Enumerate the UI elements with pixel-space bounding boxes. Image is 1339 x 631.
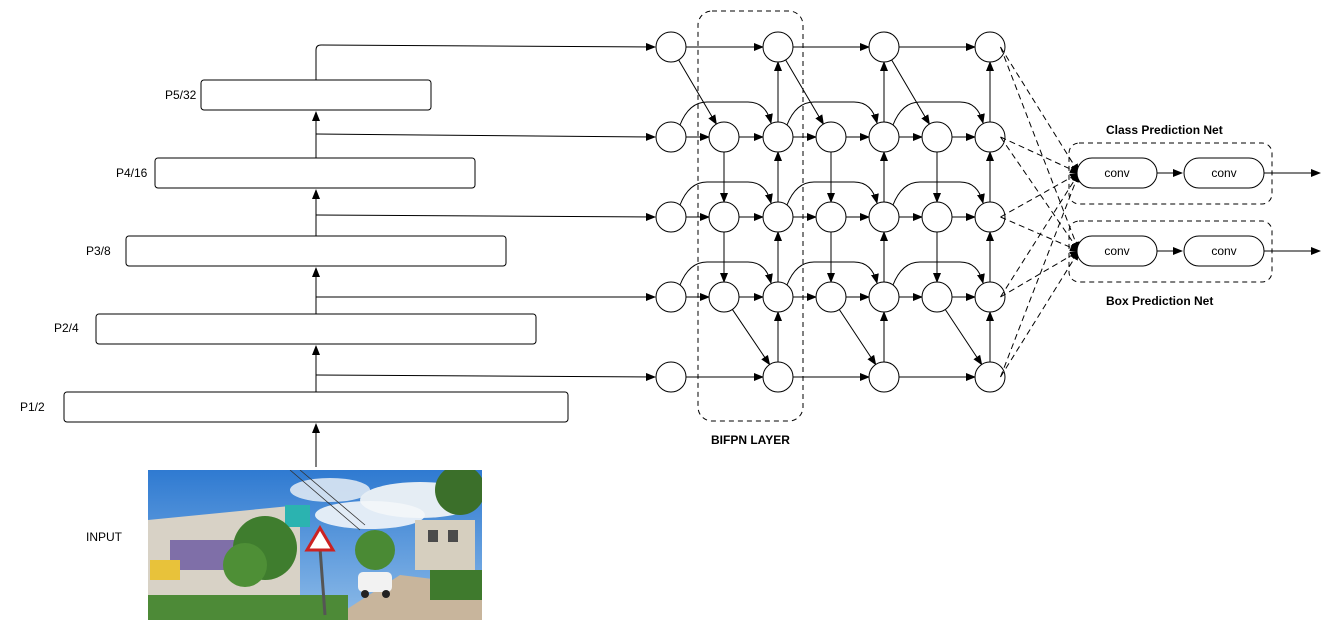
bifpn-skip-edge: [679, 181, 773, 206]
input-label: INPUT: [86, 530, 123, 544]
prediction-dashed-edge: [1000, 136, 1080, 252]
prediction-dashed-edge: [1000, 172, 1080, 298]
prediction-dashed-edge: [1000, 172, 1080, 218]
bifpn-node: [762, 361, 794, 393]
bifpn-skip-edge: [786, 101, 879, 126]
bifpn-layer-label: BIFPN LAYER: [711, 433, 790, 447]
prediction-dashed-edge: [1000, 216, 1080, 252]
class-conv-1-label: conv: [1104, 166, 1129, 180]
bifpn-edges: [678, 43, 994, 381]
input-photo: [148, 470, 482, 620]
bifpn-edge: [838, 309, 877, 366]
bifpn-node: [655, 361, 687, 393]
bifpn-node: [655, 121, 687, 153]
bifpn-node: [655, 281, 687, 313]
bifpn-edge: [731, 309, 771, 366]
prediction-dashed-edge: [1000, 136, 1080, 174]
bifpn-edge: [785, 59, 824, 125]
bifpn-node: [868, 361, 900, 393]
backbone-level-p2: [95, 313, 537, 345]
bifpn-skip-edge: [892, 101, 985, 126]
class-conv-2-label: conv: [1211, 166, 1236, 180]
bifpn-node: [708, 201, 740, 233]
bifpn-skip-edge: [786, 181, 879, 206]
bifpn-node: [974, 361, 1006, 393]
box-prediction-net-title: Box Prediction Net: [1106, 294, 1213, 308]
bifpn-node: [815, 121, 847, 153]
bifpn-node: [815, 201, 847, 233]
bifpn-node: [921, 281, 953, 313]
bifpn-node: [762, 31, 794, 63]
bifpn-node: [921, 201, 953, 233]
backbone-labels: P1/2 P2/4 P3/8 P4/16 P5/32: [20, 88, 197, 414]
prediction-dashed-edge: [1000, 46, 1080, 174]
bifpn-node: [815, 281, 847, 313]
bifpn-node: [868, 121, 900, 153]
bifpn-node: [974, 31, 1006, 63]
bifpn-edge: [891, 59, 930, 125]
box-conv-2-label: conv: [1211, 244, 1236, 258]
bifpn-node: [762, 281, 794, 313]
prediction-dashed-edge: [1000, 172, 1080, 378]
bifpn-node: [868, 31, 900, 63]
bifpn-node: [974, 281, 1006, 313]
bifpn-node: [921, 121, 953, 153]
bifpn-edge: [944, 309, 983, 366]
backbone-level-p1: [63, 391, 569, 423]
bifpn-node: [655, 31, 687, 63]
bifpn-node: [655, 201, 687, 233]
label-p1: P1/2: [20, 400, 45, 414]
class-prediction-net-title: Class Prediction Net: [1106, 123, 1223, 137]
bifpn-skip-edge: [679, 261, 773, 286]
bifpn-node: [708, 281, 740, 313]
backbone-level-p3: [125, 235, 507, 267]
bifpn-node: [762, 201, 794, 233]
prediction-dashed-edge: [1000, 250, 1080, 378]
bifpn-node: [974, 121, 1006, 153]
bifpn-skip-edge: [892, 181, 985, 206]
bifpn-skip-edge: [786, 261, 879, 286]
bifpn-node: [974, 201, 1006, 233]
box-conv-1-label: conv: [1104, 244, 1129, 258]
backbone-level-p5: [200, 79, 432, 111]
label-p3: P3/8: [86, 244, 111, 258]
bifpn-node: [868, 201, 900, 233]
backbone-level-p4: [154, 157, 476, 189]
label-p2: P2/4: [54, 321, 79, 335]
bifpn-skip-edge: [892, 261, 985, 286]
bifpn-node: [868, 281, 900, 313]
bifpn-skip-edge: [679, 101, 773, 126]
prediction-dashed-edge: [1000, 46, 1080, 252]
bifpn-nodes: [655, 31, 1006, 393]
label-p5: P5/32: [165, 88, 197, 102]
bifpn-edge: [678, 59, 717, 125]
bifpn-layer-box: [697, 10, 804, 422]
backbone: [63, 42, 656, 467]
prediction-dashed-edges: [1000, 46, 1080, 378]
bifpn-node: [762, 121, 794, 153]
bifpn-node: [708, 121, 740, 153]
label-p4: P4/16: [116, 166, 148, 180]
